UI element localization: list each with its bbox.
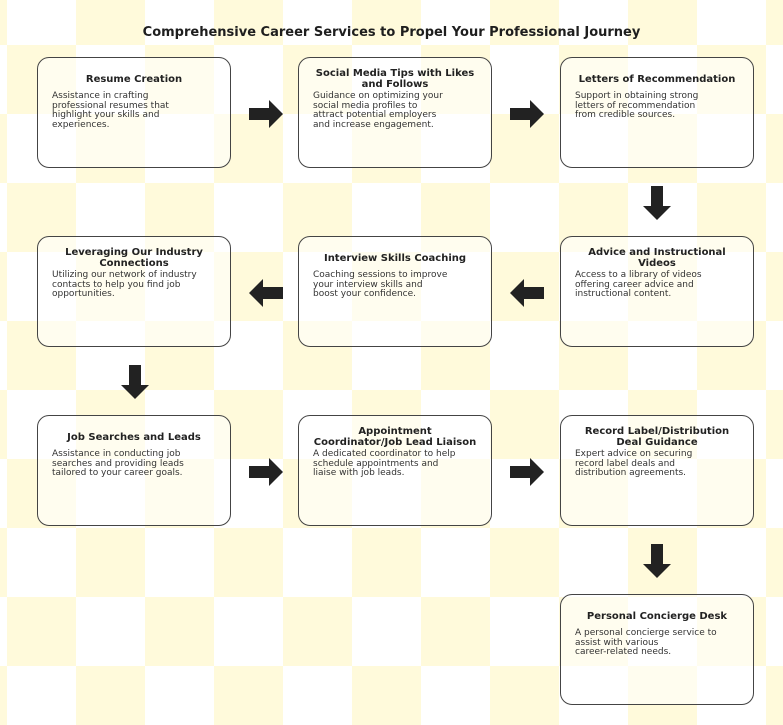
step-description: Assistance in conducting job searches an… [52, 449, 184, 478]
step-title: Appointment Coordinator/Job Lead Liaison [313, 426, 477, 448]
step-title: Advice and Instructional Videos [588, 247, 726, 269]
step-description: Access to a library of videos offering c… [575, 270, 702, 299]
step-title: Job Searches and Leads [67, 431, 201, 443]
arrow-right-icon [510, 458, 544, 486]
step-title: Resume Creation [85, 73, 183, 85]
diagram-title: Comprehensive Career Services to Propel … [142, 25, 641, 40]
arrow-down-icon [121, 365, 149, 399]
step-title: Letters of Recommendation [578, 73, 736, 85]
arrow-down-icon [643, 544, 671, 578]
step-personal-concierge: Personal Concierge Desk A personal concie… [560, 594, 754, 705]
step-description: Coaching sessions to improve your interv… [313, 270, 448, 299]
step-appointment-coordinator: Appointment Coordinator/Job Lead Liaison… [298, 415, 492, 526]
step-description: Utilizing our network of industry contac… [52, 270, 197, 299]
step-description: A dedicated coordinator to help schedule… [313, 449, 456, 478]
step-title: Leveraging Our Industry Connections [65, 247, 203, 269]
step-social-media-tips: Social Media Tips with Likes and Follows… [298, 57, 492, 168]
arrow-left-icon [510, 279, 544, 307]
step-description: Assistance in crafting professional resu… [52, 91, 169, 130]
step-title: Personal Concierge Desk [586, 610, 728, 622]
step-description: Expert advice on securing record label d… [575, 449, 693, 478]
step-description: Guidance on optimizing your social media… [313, 91, 443, 130]
step-description: Support in obtaining strong letters of r… [575, 91, 699, 120]
step-title: Record Label/Distribution Deal Guidance [584, 426, 730, 448]
step-title: Interview Skills Coaching [323, 252, 467, 264]
step-description: A personal concierge service to assist w… [575, 628, 717, 657]
arrow-right-icon [510, 100, 544, 128]
arrow-right-icon [249, 458, 283, 486]
arrow-left-icon [249, 279, 283, 307]
step-title: Social Media Tips with Likes and Follows [315, 68, 475, 90]
arrow-down-icon [643, 186, 671, 220]
arrow-right-icon [249, 100, 283, 128]
